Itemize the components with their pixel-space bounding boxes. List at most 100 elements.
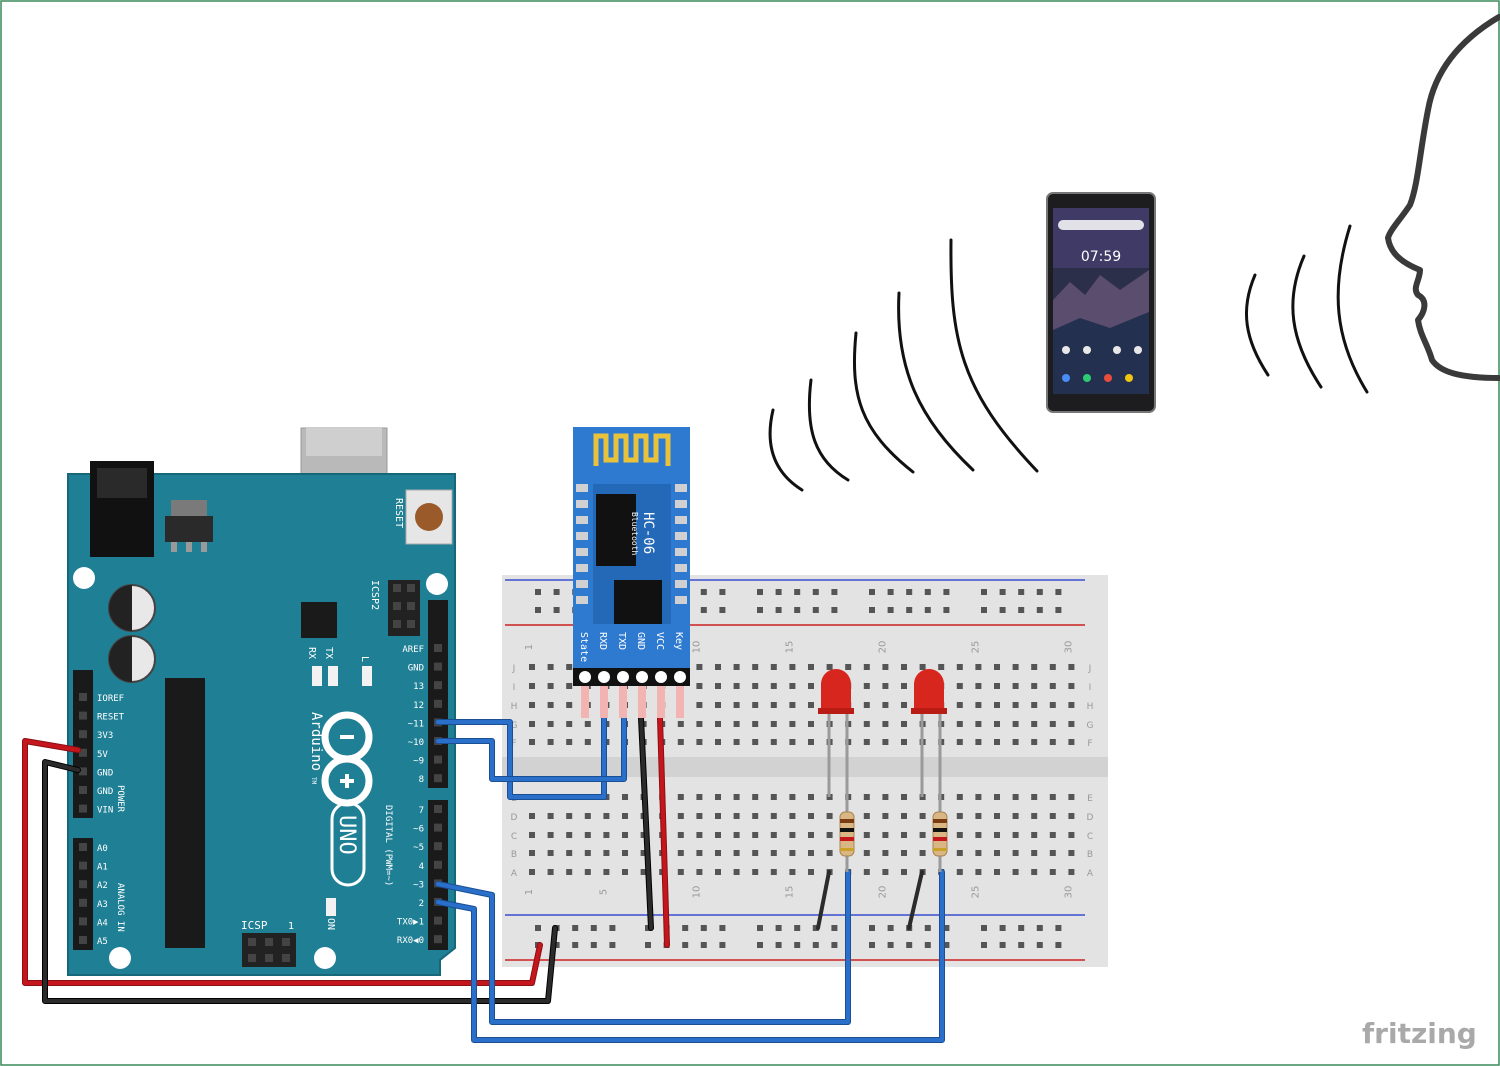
breadboard-hole (882, 683, 889, 689)
rail-hole (700, 925, 707, 931)
hc06-sub: Bluetooth (630, 512, 639, 556)
breadboard-hole (808, 683, 814, 689)
breadboard-hole (770, 721, 777, 727)
hc06-pad (675, 484, 687, 492)
breadboard-hole (696, 794, 703, 800)
header-pin (79, 693, 87, 701)
row-letter: B (1087, 850, 1093, 860)
pin-label: 5V (97, 750, 108, 760)
breadboard-hole (975, 702, 982, 708)
pin-label: ~11 (408, 719, 424, 729)
wire-bt-gnd (639, 716, 653, 930)
rail-hole (645, 942, 651, 948)
breadboard-hole (696, 739, 703, 745)
rail-hole (794, 925, 801, 931)
hc06-pin-leg (676, 686, 684, 718)
column-number: 30 (1063, 641, 1074, 654)
rail-hole (1055, 589, 1062, 595)
signal-wave-5 (949, 238, 1039, 473)
header-pin (79, 767, 87, 776)
header-pin (79, 917, 87, 926)
breadboard-hole (529, 683, 535, 689)
capacitor-2-stripe (109, 636, 132, 682)
breadboard-hole (1068, 664, 1075, 670)
rail-hole (869, 942, 875, 948)
pin-label: 13 (413, 682, 424, 692)
breadboard-hole (584, 869, 591, 875)
breadboard-hole (547, 664, 554, 670)
column-number: 15 (784, 641, 795, 654)
breadboard-hole (901, 664, 907, 670)
pin-label: A0 (97, 844, 108, 854)
rail-hole (812, 607, 819, 613)
breadboard-hole (975, 813, 982, 819)
hc06-pad (675, 500, 687, 508)
row-letter: I (1089, 683, 1092, 693)
breadboard-hole (901, 702, 907, 708)
breadboard-hole (566, 664, 573, 670)
hc06-pin-hole (655, 671, 667, 683)
breadboard-hole (1012, 721, 1019, 727)
led-2-body (914, 669, 944, 712)
breadboard-hole (547, 850, 554, 856)
breadboard-hole (808, 794, 814, 800)
pin-label: ~10 (408, 738, 424, 748)
rail-hole (775, 607, 782, 613)
header-pin (265, 954, 273, 962)
breadboard-hole (770, 664, 777, 670)
breadboard-hole (677, 850, 684, 856)
hc06-pad (576, 580, 588, 588)
rail-hole (535, 589, 541, 595)
breadboard-hole (956, 702, 963, 708)
breadboard-hole (622, 794, 628, 800)
hc06-chip-2 (614, 580, 662, 624)
breadboard-hole (919, 813, 926, 819)
rail-hole (887, 589, 894, 595)
breadboard-hole (1012, 664, 1019, 670)
signal-wave-1 (768, 408, 804, 492)
rail-hole (535, 607, 541, 613)
breadboard-hole (975, 869, 982, 875)
regulator-leg (201, 542, 207, 552)
breadboard-hole (529, 832, 535, 838)
breadboard-hole (994, 683, 1000, 689)
breadboard-hole (956, 794, 963, 800)
breadboard-hole (547, 869, 554, 875)
column-number: 20 (877, 641, 888, 654)
phone-app-icon (1083, 374, 1091, 382)
header-pin (434, 662, 442, 671)
breadboard-hole (1049, 794, 1056, 800)
breadboard-hole (715, 739, 721, 745)
breadboard-hole (1031, 702, 1038, 708)
rail-hole (981, 942, 987, 948)
rail-hole (924, 925, 931, 931)
signal-wave-4 (897, 291, 975, 472)
header-pin (393, 584, 401, 592)
dc-jack-inner (97, 468, 147, 498)
breadboard-hole (677, 739, 684, 745)
reset-button-cap[interactable] (415, 503, 443, 531)
voice-wave-1 (1244, 273, 1270, 377)
header-pin (79, 748, 87, 757)
voice-wave-2 (1291, 254, 1323, 389)
breadboard-hole (1068, 721, 1075, 727)
breadboard-hole (547, 683, 554, 689)
rail-hole (682, 925, 689, 931)
row-letter: A (511, 869, 518, 879)
breadboard-hole (1031, 739, 1038, 745)
header-pin (393, 602, 401, 610)
breadboard-hole (733, 850, 740, 856)
hc06-antenna (593, 433, 671, 466)
wire-d11-to-rxd (436, 716, 606, 799)
breadboard-hole (1031, 850, 1038, 856)
arduino-uno-board: RESET ICSP2 RX TX L ON Arduino TM UNO IC… (67, 427, 456, 976)
breadboard-hole (1031, 832, 1038, 838)
rail-hole (999, 607, 1006, 613)
breadboard-hole (696, 869, 703, 875)
breadboard-hole (603, 869, 610, 875)
breadboard-hole (752, 702, 759, 708)
rail-hole (1036, 589, 1043, 595)
breadboard-hole (733, 832, 740, 838)
breadboard-hole (715, 721, 721, 727)
breadboard-hole (1012, 739, 1019, 745)
